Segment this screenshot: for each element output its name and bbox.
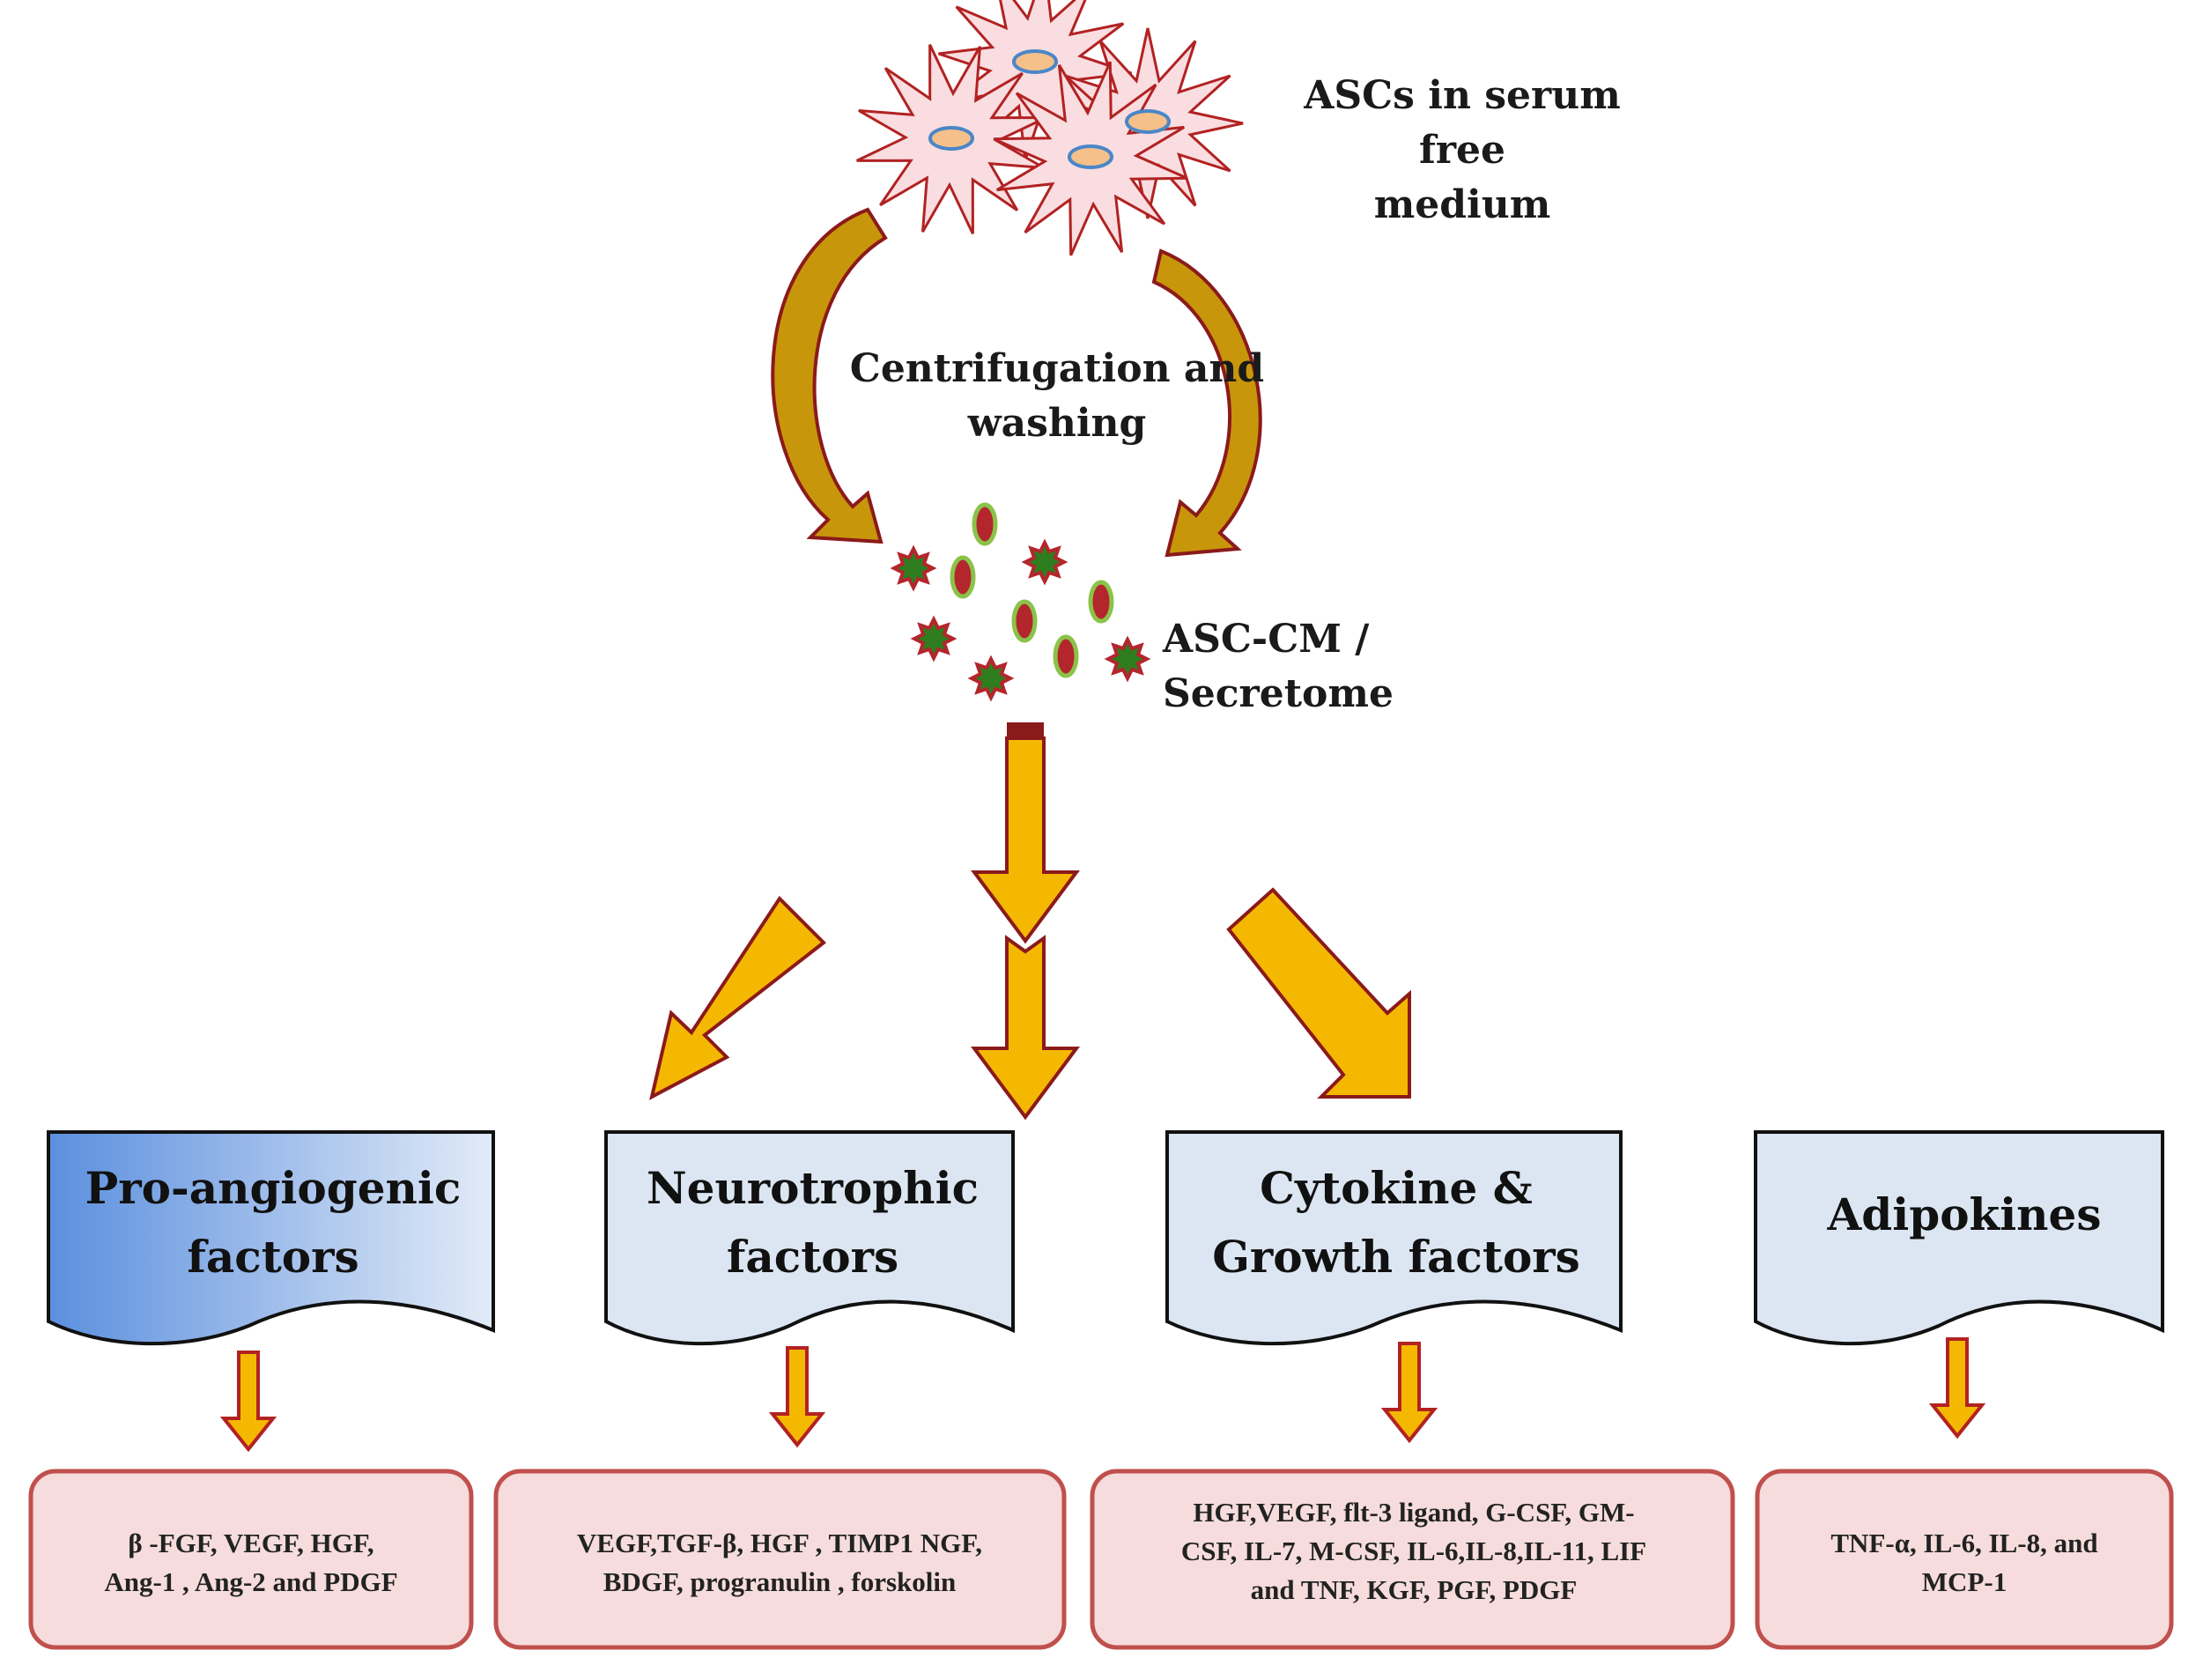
particle-star-2 [1021, 538, 1068, 586]
details-pro-angiogenic: β -FGF, VEGF, HGF, Ang-1 , Ang-2 and PDG… [104, 1528, 398, 1597]
secretome-particles [890, 502, 1151, 702]
category-box-pro-angiogenic [47, 1130, 495, 1346]
detail-box-neurotrophic [493, 1469, 1067, 1650]
particle-oval-4 [1011, 599, 1038, 643]
particle-oval-3 [1088, 580, 1114, 624]
details-adipokines: TNF-α, IL-6, IL-8, and MCP-1 [1830, 1528, 2098, 1597]
curved-arrow-left [771, 207, 888, 544]
nucleus-3 [1125, 109, 1171, 134]
category-title-cytokine: Cytokine & Growth factors [1212, 1162, 1580, 1283]
detail-boxes [28, 1469, 2174, 1650]
category-box-adipokines [1754, 1130, 2164, 1346]
small-arrow-2 [768, 1346, 826, 1448]
secretome-label: ASC-CM / Secretome [1163, 617, 1394, 716]
particle-oval-1 [972, 502, 998, 546]
details-neurotrophic: VEGF,TGF-β, HGF , TIMP1 NGF, BDGF, progr… [576, 1528, 983, 1597]
nucleus-2 [928, 126, 974, 151]
particle-star-3 [910, 615, 958, 662]
particle-star-4 [967, 655, 1015, 702]
nucleus-4 [1068, 144, 1113, 169]
category-box-neurotrophic [604, 1130, 1015, 1346]
particle-star-1 [890, 544, 937, 592]
main-down-arrow [971, 722, 1080, 1121]
diagonal-arrow-left [649, 895, 827, 1100]
category-title-pro-angiogenic: Pro-angiogenic factors [85, 1162, 462, 1283]
category-title-neurotrophic: Neurotrophic factors [646, 1162, 980, 1283]
nucleus-1 [1012, 49, 1058, 74]
detail-box-adipokines [1755, 1469, 2174, 1650]
particle-star-5 [1104, 635, 1151, 683]
detail-box-cytokine [1090, 1469, 1735, 1650]
category-boxes [47, 1130, 2164, 1346]
details-cytokine: HGF,VEGF, flt-3 ligand, G-CSF, GM- CSF, … [1180, 1497, 1647, 1605]
particle-oval-2 [950, 555, 976, 599]
small-arrows [219, 1337, 1986, 1453]
small-arrow-1 [219, 1351, 277, 1453]
category-title-adipokines: Adipokines [1827, 1188, 2102, 1240]
process-label: Centrifugation and washing [849, 346, 1265, 446]
curved-arrow-right [1151, 248, 1262, 558]
cell-cluster [856, 0, 1244, 256]
category-box-cytokine [1165, 1130, 1623, 1346]
cells-label: ASCs in serum free medium [1304, 73, 1621, 227]
diagonal-arrow-right [1226, 887, 1411, 1099]
small-arrow-3 [1380, 1342, 1438, 1444]
small-arrow-4 [1928, 1337, 1986, 1439]
particle-oval-5 [1053, 634, 1079, 678]
detail-box-pro-angiogenic [28, 1469, 474, 1650]
